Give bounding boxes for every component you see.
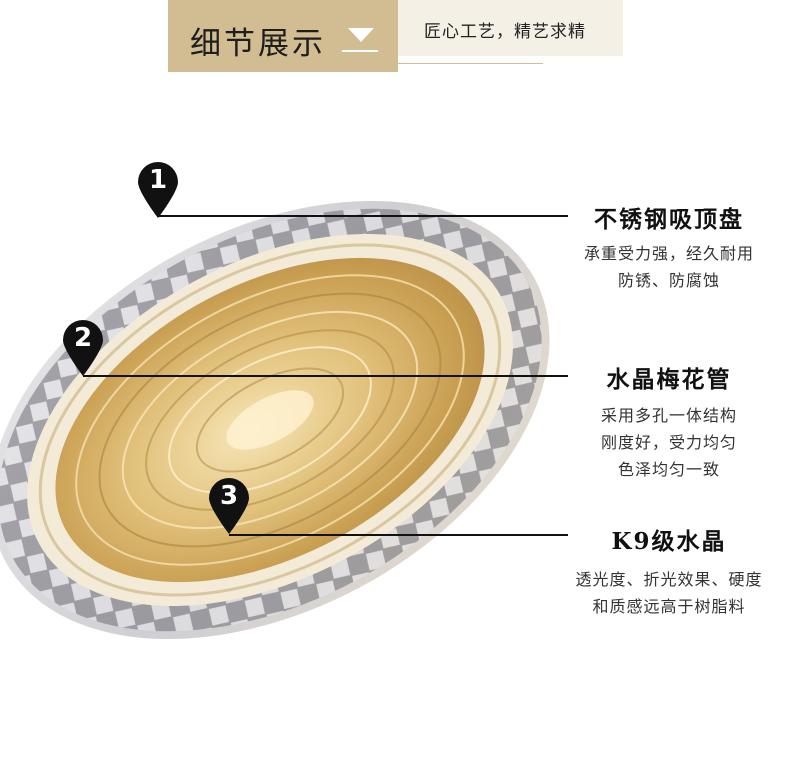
page-subtitle: 匠心工艺，精艺求精 xyxy=(424,22,586,42)
feature-1: 不锈钢吸顶盘 承重受力强，经久耐用 防锈、防腐蚀 xyxy=(549,200,789,294)
marker-1: 1 xyxy=(136,160,180,220)
feature-3: K9级水晶 透光度、折光效果、硬度 和质感远高于树脂料 xyxy=(549,522,789,620)
feature-desc-line: 防锈、防腐蚀 xyxy=(617,271,720,290)
map-pin-icon xyxy=(209,478,249,534)
page-title: 细节展示 xyxy=(190,26,326,62)
feature-title: 水晶梅花管 xyxy=(606,366,732,393)
feature-desc-line: 和质感远高于树脂料 xyxy=(592,597,746,616)
title-decoration xyxy=(342,50,378,52)
feature-desc-line: 承重受力强，经久耐用 xyxy=(583,244,754,263)
marker-number: 2 xyxy=(73,323,93,353)
title-box: 细节展示 xyxy=(168,0,398,72)
feature-desc-line: 色泽均匀一致 xyxy=(617,460,720,479)
marker-number: 1 xyxy=(148,165,168,195)
subtitle-box: 匠心工艺，精艺求精 xyxy=(398,0,623,56)
feature-desc-line: 透光度、折光效果、硬度 xyxy=(575,570,763,589)
leader-line-1 xyxy=(158,215,568,217)
triangle-down-icon xyxy=(348,28,374,42)
marker-2: 2 xyxy=(61,318,105,378)
feature-desc-line: 采用多孔一体结构 xyxy=(600,406,737,425)
leader-line-3 xyxy=(229,534,568,536)
subtitle-divider xyxy=(373,63,543,64)
feature-desc-line: 刚度好，受力均匀 xyxy=(600,433,737,452)
leader-line-2 xyxy=(83,375,568,377)
marker-number: 3 xyxy=(219,481,239,511)
map-pin-icon xyxy=(138,162,178,218)
feature-2: 水晶梅花管 采用多孔一体结构 刚度好，受力均匀 色泽均匀一致 xyxy=(549,360,789,483)
header-banner: 细节展示 匠心工艺，精艺求精 xyxy=(168,0,623,72)
feature-title: 不锈钢吸顶盘 xyxy=(594,206,744,233)
marker-3: 3 xyxy=(207,476,251,536)
map-pin-icon xyxy=(63,320,103,376)
feature-title: K9级水晶 xyxy=(611,528,727,555)
